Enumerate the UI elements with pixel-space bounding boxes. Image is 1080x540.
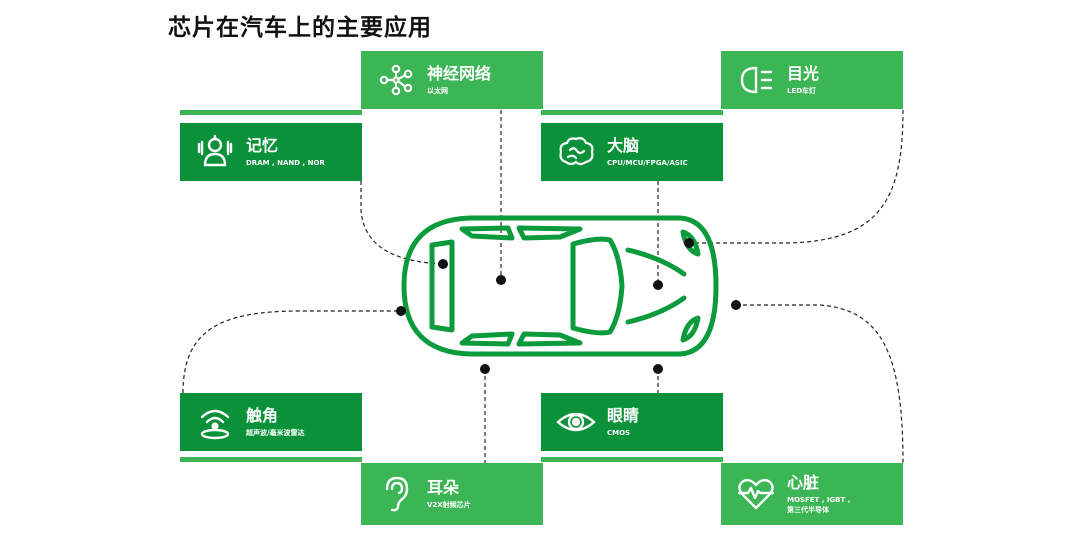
car-hood-line-bottom bbox=[625, 295, 687, 325]
connector-memory bbox=[360, 181, 444, 265]
card-eyes: 眼睛 CMOS bbox=[541, 393, 723, 451]
car-body bbox=[401, 215, 719, 357]
car-window-top-right bbox=[516, 225, 583, 241]
heartbeat-icon bbox=[733, 471, 779, 517]
car-rear-window bbox=[429, 239, 455, 333]
rail-touch bbox=[180, 457, 362, 462]
brain-icon bbox=[553, 129, 599, 175]
card-memory-name: 记忆 bbox=[246, 136, 279, 155]
card-ears: 耳朵 V2X射频芯片 bbox=[361, 463, 543, 525]
dot-heart bbox=[731, 300, 741, 310]
card-neural-name: 神经网络 bbox=[427, 64, 492, 83]
card-heart: 心脏 MOSFET , IGBT , 第三代半导体 bbox=[721, 463, 903, 525]
card-brain: 大脑 CPU/MCU/FPGA/ASIC bbox=[541, 123, 723, 181]
robot-head-icon bbox=[192, 129, 238, 175]
car-windshield bbox=[570, 236, 625, 336]
card-heart-sub-2: 第三代半导体 bbox=[787, 506, 829, 514]
card-memory-sub: DRAM , NAND , NOR bbox=[246, 159, 325, 167]
connector-touch bbox=[182, 310, 401, 394]
dot-memory bbox=[438, 259, 448, 269]
dot-ears bbox=[480, 364, 490, 374]
page-title: 芯片在汽车上的主要应用 bbox=[168, 15, 432, 41]
dot-eyes bbox=[653, 364, 663, 374]
eye-icon bbox=[553, 399, 599, 445]
radar-icon bbox=[192, 399, 238, 445]
card-touch: 触角 超声波/毫米波雷达 bbox=[180, 393, 362, 451]
connector-heart bbox=[736, 304, 904, 464]
connector-eyesight bbox=[689, 109, 904, 244]
card-heart-sub-1: MOSFET , IGBT , bbox=[787, 496, 851, 504]
ear-icon bbox=[373, 471, 419, 517]
card-eyes-name: 眼睛 bbox=[607, 406, 640, 425]
card-heart-name: 心脏 bbox=[787, 473, 820, 492]
card-eyesight-name: 目光 bbox=[787, 64, 820, 83]
car-headlight-bottom bbox=[680, 315, 701, 343]
card-touch-name: 触角 bbox=[246, 406, 279, 425]
car-window-bottom-right bbox=[516, 331, 583, 347]
card-memory: 记忆 DRAM , NAND , NOR bbox=[180, 123, 362, 181]
car-window-top-left bbox=[459, 225, 515, 241]
car-outline bbox=[401, 215, 719, 357]
dot-touch bbox=[396, 306, 406, 316]
neural-network-icon bbox=[373, 57, 419, 103]
card-brain-sub: CPU/MCU/FPGA/ASIC bbox=[607, 159, 688, 167]
card-brain-name: 大脑 bbox=[607, 136, 640, 155]
card-eyesight: 目光 LED车灯 bbox=[721, 51, 903, 109]
dot-eyesight bbox=[684, 238, 694, 248]
card-neural: 神经网络 以太网 bbox=[361, 51, 543, 109]
car-window-bottom-left bbox=[459, 331, 515, 347]
rail-memory bbox=[180, 110, 362, 115]
car-hood-line-top bbox=[625, 247, 687, 277]
card-eyesight-sub: LED车灯 bbox=[787, 87, 817, 95]
card-ears-name: 耳朵 bbox=[427, 478, 460, 497]
rail-eyes bbox=[541, 457, 723, 462]
card-neural-sub: 以太网 bbox=[427, 87, 448, 95]
rail-brain bbox=[541, 110, 723, 115]
dot-brain bbox=[653, 280, 663, 290]
card-eyes-sub: CMOS bbox=[607, 429, 631, 437]
card-touch-sub: 超声波/毫米波雷达 bbox=[246, 429, 305, 437]
card-ears-sub: V2X射频芯片 bbox=[427, 501, 471, 509]
dot-neural bbox=[496, 275, 506, 285]
headlight-icon bbox=[733, 57, 779, 103]
